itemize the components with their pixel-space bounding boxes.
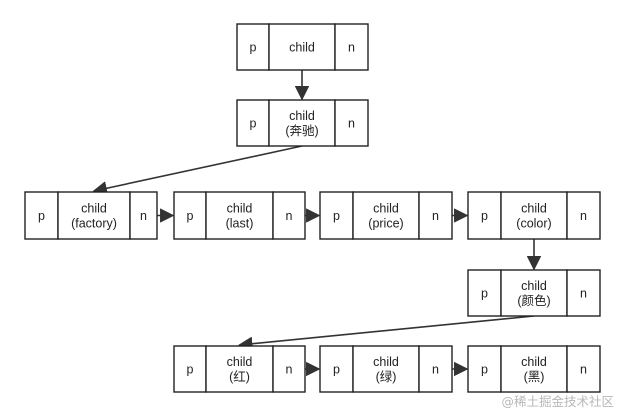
cell-p-box bbox=[236, 99, 270, 147]
cell-p-box bbox=[24, 191, 59, 240]
cell-p-label: p bbox=[187, 209, 194, 223]
cell-child-box bbox=[268, 23, 336, 71]
cell-n-box bbox=[566, 269, 601, 317]
cell-n-label: n bbox=[140, 209, 147, 223]
cell-p-label: p bbox=[481, 287, 488, 301]
cell-p-label: p bbox=[333, 209, 340, 223]
node-price: p child(price) n bbox=[319, 191, 453, 240]
node-root: p child n bbox=[236, 23, 369, 71]
cell-n-label: n bbox=[580, 363, 587, 377]
cell-child-box bbox=[205, 345, 274, 393]
cell-n-box bbox=[566, 345, 601, 393]
cell-p-label: p bbox=[481, 363, 488, 377]
node-red: p child(红) n bbox=[173, 345, 306, 393]
cell-n-box bbox=[334, 23, 369, 71]
cell-child-label: child(factory) bbox=[71, 202, 117, 231]
cell-p-label: p bbox=[38, 209, 45, 223]
arrow-benz-to-factory bbox=[92, 145, 303, 196]
cell-p-box bbox=[467, 269, 502, 317]
cell-child-label: child(绿) bbox=[373, 355, 399, 384]
cell-n-box bbox=[272, 191, 306, 240]
cell-n-label: n bbox=[580, 287, 587, 301]
node-benz: p child(奔驰) n bbox=[236, 99, 369, 147]
node-green: p child(绿) n bbox=[319, 345, 453, 393]
cell-child-box bbox=[500, 345, 568, 393]
cell-child-box bbox=[352, 191, 420, 240]
cell-child-box bbox=[500, 269, 568, 317]
cell-n-box bbox=[418, 191, 453, 240]
cell-n-box bbox=[334, 99, 369, 147]
cell-p-box bbox=[319, 345, 354, 393]
cell-child-label: child(last) bbox=[226, 202, 254, 231]
cell-n-label: n bbox=[580, 209, 587, 223]
cell-n-box bbox=[418, 345, 453, 393]
watermark-text: @稀土掘金技术社区 bbox=[501, 394, 614, 409]
cell-p-label: p bbox=[250, 117, 257, 131]
cell-child-label: child(颜色) bbox=[517, 279, 550, 308]
node-factory: p child(factory) n bbox=[24, 191, 158, 240]
cell-p-box bbox=[467, 191, 502, 240]
cell-n-label: n bbox=[286, 209, 293, 223]
cell-child-box bbox=[500, 191, 568, 240]
cell-p-box bbox=[173, 345, 207, 393]
cell-child-label: child(红) bbox=[227, 355, 253, 384]
node-color-cn: p child(颜色) n bbox=[467, 269, 601, 317]
cell-p-box bbox=[173, 191, 207, 240]
cell-n-box bbox=[272, 345, 306, 393]
cell-p-box bbox=[319, 191, 354, 240]
cell-child-label: child(黑) bbox=[521, 355, 547, 384]
node-color: p child(color) n bbox=[467, 191, 601, 240]
cell-child-box bbox=[352, 345, 420, 393]
cell-p-label: p bbox=[481, 209, 488, 223]
cell-n-label: n bbox=[348, 41, 355, 55]
node-last: p child(last) n bbox=[173, 191, 306, 240]
arrow-color-cn-to-red bbox=[238, 315, 535, 351]
cell-p-label: p bbox=[250, 41, 257, 55]
cell-child-label: child(price) bbox=[368, 202, 403, 231]
cell-n-box bbox=[129, 191, 158, 240]
cell-n-box bbox=[566, 191, 601, 240]
cell-child-label: child(奔驰) bbox=[285, 109, 318, 138]
cell-child-box bbox=[205, 191, 274, 240]
cell-child-label: child(color) bbox=[516, 202, 551, 231]
cell-n-label: n bbox=[432, 209, 439, 223]
cell-child-box bbox=[57, 191, 131, 240]
nodes-layer: p child n p child(奔驰) n p child(factory) n p child… bbox=[24, 23, 601, 393]
cell-child-box bbox=[268, 99, 336, 147]
cell-n-label: n bbox=[432, 363, 439, 377]
cell-child-label: child bbox=[289, 41, 315, 55]
cell-n-label: n bbox=[286, 363, 293, 377]
cell-p-label: p bbox=[187, 363, 194, 377]
cell-p-label: p bbox=[333, 363, 340, 377]
cell-n-label: n bbox=[348, 117, 355, 131]
node-black: p child(黑) n bbox=[467, 345, 601, 393]
